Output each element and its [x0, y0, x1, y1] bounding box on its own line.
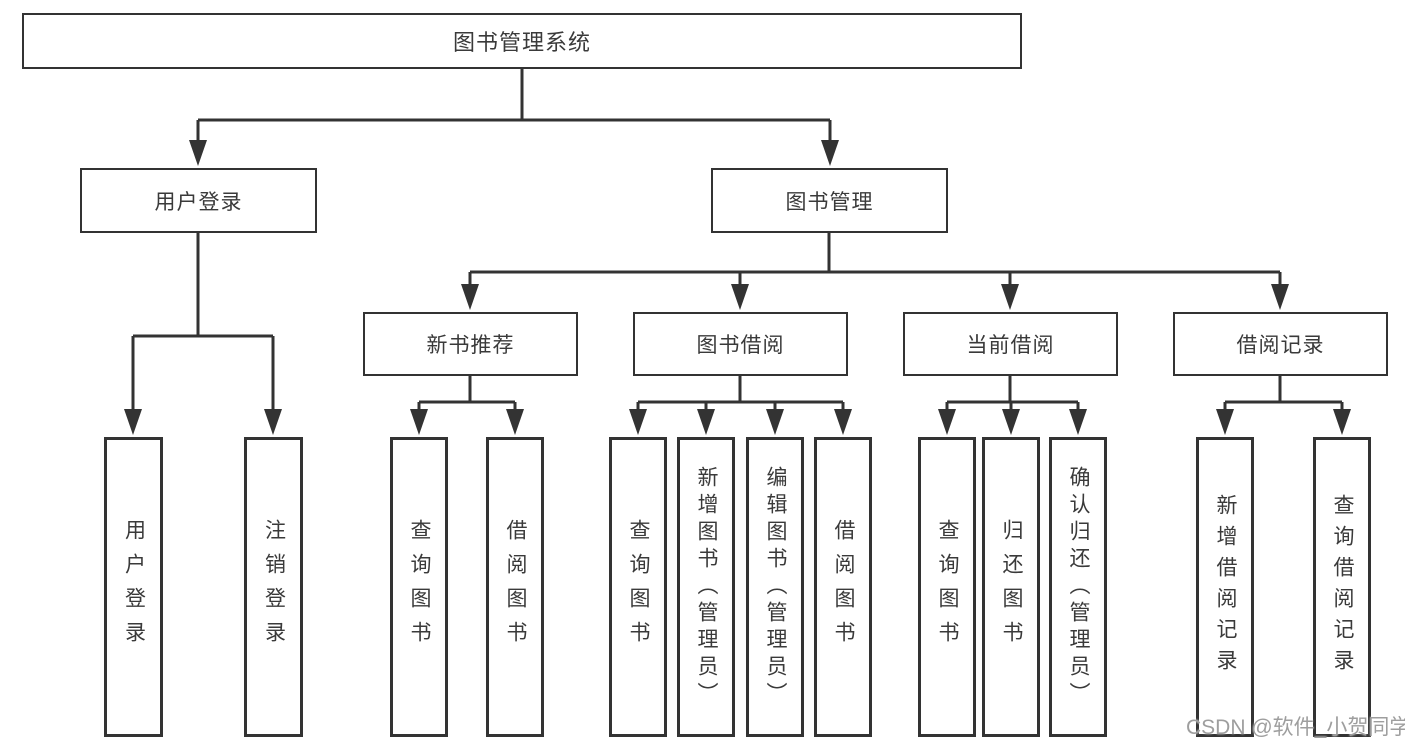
leaf-query-books-current: 查询图书: [918, 437, 976, 737]
leaf-logout-login: 注销登录: [244, 437, 303, 737]
connector-book-borrowing-to-leaves: [629, 376, 852, 435]
leaf-label: 查询借阅记录: [1331, 494, 1355, 680]
leaf-label: 借阅图书: [504, 519, 528, 655]
leaf-add-borrow-record: 新增借阅记录: [1196, 437, 1254, 737]
leaf-confirm-return-admin: 确认归还（管理员）: [1049, 437, 1107, 737]
leaf-borrow-books-recommend: 借阅图书: [486, 437, 544, 737]
leaf-return-books: 归还图书: [982, 437, 1040, 737]
node-library-management-system: 图书管理系统: [22, 13, 1022, 69]
leaf-label: 用户登录: [122, 519, 146, 655]
leaf-label: 借阅图书: [832, 519, 856, 655]
node-borrowing-records: 借阅记录: [1173, 312, 1388, 376]
leaf-label: 注销登录: [262, 519, 286, 655]
connector-book-management-to-groups: [461, 233, 1289, 310]
leaf-label: 归还图书: [1000, 519, 1024, 655]
leaf-label: 编辑图书（管理员）: [764, 465, 788, 709]
leaf-query-borrow-record: 查询借阅记录: [1313, 437, 1371, 737]
watermark: CSDN @软件_小贺同学: [1186, 716, 1405, 739]
node-new-book-recommendation: 新书推荐: [363, 312, 578, 376]
connector-root-to-level1: [189, 69, 839, 166]
leaf-label: 查询图书: [627, 519, 651, 655]
leaf-label: 查询图书: [408, 519, 432, 655]
leaf-add-books-admin: 新增图书（管理员）: [677, 437, 735, 737]
leaf-query-books-borrowing: 查询图书: [609, 437, 667, 737]
leaf-label: 查询图书: [936, 519, 960, 655]
node-book-management: 图书管理: [711, 168, 948, 233]
leaf-edit-books-admin: 编辑图书（管理员）: [746, 437, 804, 737]
node-user-login: 用户登录: [80, 168, 317, 233]
leaf-label: 新增图书（管理员）: [695, 465, 719, 709]
leaf-query-books-recommend: 查询图书: [390, 437, 448, 737]
leaf-user-login: 用户登录: [104, 437, 163, 737]
node-book-borrowing: 图书借阅: [633, 312, 848, 376]
leaf-label: 确认归还（管理员）: [1067, 465, 1091, 709]
connector-current-borrowing-to-leaves: [938, 376, 1087, 435]
connector-new-book-to-leaves: [410, 376, 524, 435]
connector-user-login-to-leaves: [124, 233, 282, 435]
node-current-borrowing: 当前借阅: [903, 312, 1118, 376]
leaf-label: 新增借阅记录: [1214, 494, 1238, 680]
leaf-borrow-books-borrowing: 借阅图书: [814, 437, 872, 737]
connector-borrowing-records-to-leaves: [1216, 376, 1351, 435]
